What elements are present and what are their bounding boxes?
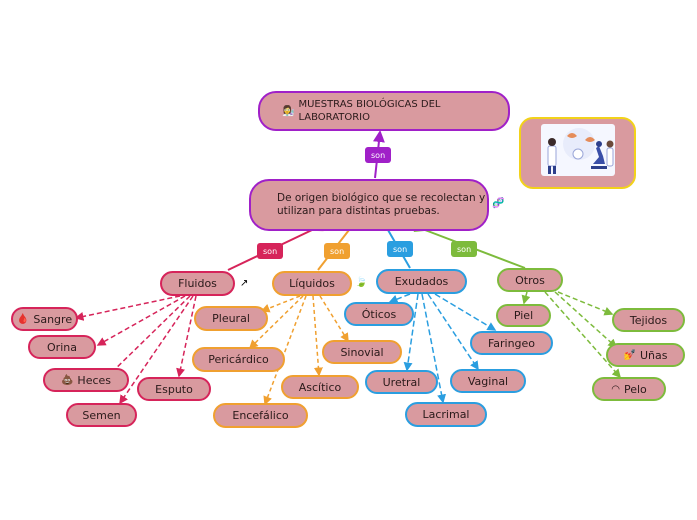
lab-scientists-microscope-icon — [541, 124, 615, 176]
leaf-semen[interactable]: Semen — [66, 403, 137, 427]
leaf-label: Semen — [82, 408, 121, 422]
connector-label-root: son — [365, 147, 392, 163]
leaf-faringeo[interactable]: Faringeo — [470, 331, 553, 355]
leaf-label: Esputo — [155, 382, 193, 396]
leaf-label: Tejidos — [629, 313, 668, 327]
definition-node[interactable]: De origen biológico que se recolectan y … — [249, 179, 489, 231]
illustration-node[interactable] — [519, 117, 636, 189]
leaf-label: Sinovial — [340, 345, 384, 359]
leaf-label: Óticos — [361, 307, 397, 321]
leaf-uretral[interactable]: Uretral — [365, 370, 438, 394]
leaf-label: Lacrimal — [422, 408, 470, 421]
leaf-sangre[interactable]: 🩸Sangre — [11, 307, 78, 331]
leaf-oticos[interactable]: Óticos — [344, 302, 414, 326]
leaf-ascitico[interactable]: Ascítico — [281, 375, 359, 399]
leaf-piel[interactable]: Piel — [496, 304, 551, 327]
root-title: MUESTRAS BIOLÓGICAS DEL LABORATORIO — [298, 99, 441, 123]
leaf-esputo[interactable]: Esputo — [137, 377, 211, 401]
connector-label-otros: son — [451, 241, 478, 257]
category-liquidos[interactable]: Líquidos — [272, 271, 352, 296]
category-otros[interactable]: Otros — [497, 268, 563, 292]
leaf-vaginal[interactable]: Vaginal — [450, 369, 526, 393]
leaf-label: Piel — [513, 309, 534, 322]
root-node[interactable]: 👩‍🔬 MUESTRAS BIOLÓGICAS DEL LABORATORIO — [258, 91, 510, 131]
leaf-label: Pericárdico — [208, 353, 269, 366]
leaf-label: Vaginal — [467, 374, 509, 388]
leaf-label: Encefálico — [232, 409, 289, 422]
leaf-label: Pelo — [623, 382, 647, 396]
category-exudados[interactable]: Exudados — [376, 269, 467, 294]
leaf-label: Ascítico — [298, 380, 342, 394]
category-label: Exudados — [394, 275, 449, 288]
category-label: Líquidos — [289, 277, 335, 290]
hair-icon: ◠ — [611, 383, 620, 395]
leaf-label: Orina — [47, 340, 77, 354]
blood-drop-icon: 🩸 — [16, 313, 30, 325]
leaf-heces[interactable]: 💩Heces — [43, 368, 129, 392]
category-fluidos[interactable]: Fluidos — [160, 271, 235, 296]
leaf-label: Pleural — [212, 312, 250, 325]
connector-label-liquidos: son — [324, 243, 351, 259]
leaf-orina[interactable]: Orina — [28, 335, 96, 359]
leaf-pleural[interactable]: Pleural — [194, 306, 268, 331]
connector-label-exudados: son — [387, 241, 414, 257]
leaf-label: Uretral — [382, 375, 421, 389]
category-label: Fluidos — [178, 277, 217, 290]
leaf-tejidos[interactable]: Tejidos — [612, 308, 685, 332]
leaf-icon: 🍃 — [355, 277, 368, 288]
leaf-pelo[interactable]: ◠Pelo — [592, 377, 666, 401]
external-link-icon[interactable]: ↗ — [240, 278, 249, 289]
poop-icon: 💩 — [60, 374, 74, 386]
leaf-label: Faringeo — [487, 336, 536, 350]
leaf-lacrimal[interactable]: Lacrimal — [405, 402, 487, 427]
leaf-encefalico[interactable]: Encefálico — [213, 403, 308, 428]
connector-label-fluidos: son — [257, 243, 284, 259]
leaf-sinovial[interactable]: Sinovial — [322, 340, 402, 364]
scientist-icon: 👩‍🔬 — [282, 105, 295, 117]
dna-icon: 🧬 — [492, 198, 505, 209]
definition-text: De origen biológico que se recolectan y … — [277, 192, 486, 217]
category-label: Otros — [515, 273, 545, 287]
leaf-pericardico[interactable]: Pericárdico — [192, 347, 285, 372]
leaf-label: Heces — [77, 373, 112, 387]
leaf-label: Sangre — [33, 312, 73, 326]
nail-polish-icon: 💅 — [623, 349, 636, 361]
leaf-unas[interactable]: 💅Uñas — [606, 343, 685, 367]
leaf-label: Uñas — [639, 348, 668, 362]
